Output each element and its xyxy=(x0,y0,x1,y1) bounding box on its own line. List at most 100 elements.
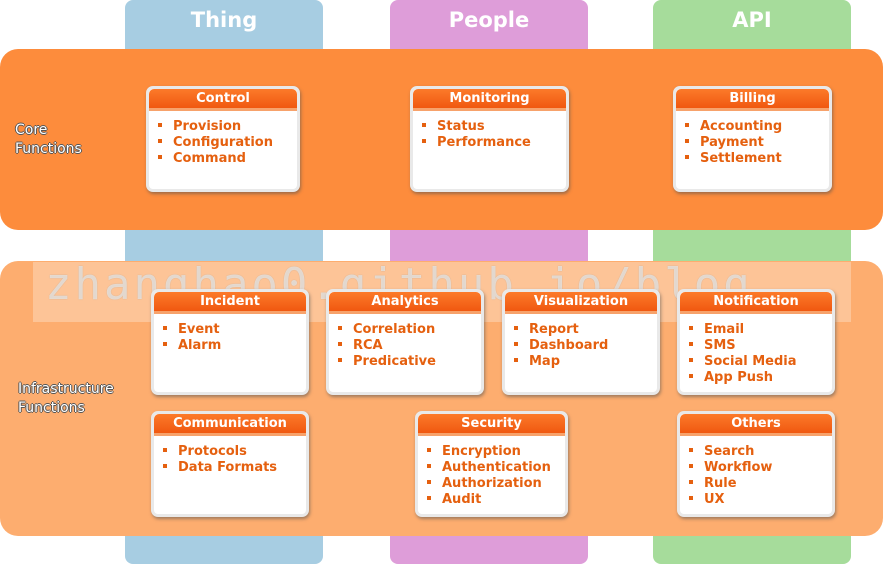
core-label-line1: Core xyxy=(15,122,48,138)
list-item-label: Event xyxy=(178,322,220,337)
bullet-icon xyxy=(163,341,167,346)
bullet-icon xyxy=(158,138,162,143)
bullet-icon xyxy=(427,479,431,484)
column-title-thing: Thing xyxy=(190,8,258,32)
bullet-icon xyxy=(158,154,162,159)
bullet-icon xyxy=(689,495,693,500)
bullet-icon xyxy=(685,154,689,159)
box-title-notification: Notification xyxy=(680,292,832,314)
list-item-label: Correlation xyxy=(353,322,436,337)
box-title-communication: Communication xyxy=(154,414,306,436)
list-item-label: Search xyxy=(704,444,755,459)
list-item-label: RCA xyxy=(353,338,383,353)
bullet-icon xyxy=(514,357,518,362)
box-title-others: Others xyxy=(680,414,832,436)
list-item: RCA xyxy=(338,338,436,354)
list-item: Dashboard xyxy=(514,338,608,354)
list-item: Event xyxy=(163,322,221,338)
list-item-label: Email xyxy=(704,322,745,337)
list-item: Payment xyxy=(685,135,782,151)
list-item-label: Predicative xyxy=(353,354,436,369)
list-item-label: Payment xyxy=(700,135,764,150)
list-item-label: Dashboard xyxy=(529,338,609,353)
list-item: Map xyxy=(514,354,608,370)
column-title-api: API xyxy=(732,8,772,32)
column-title-people: People xyxy=(448,8,530,32)
box-title-monitoring: Monitoring xyxy=(413,89,566,111)
bullet-icon xyxy=(427,447,431,452)
infra-label-line1: Infrastructure xyxy=(18,381,114,397)
bullet-icon xyxy=(427,495,431,500)
list-item: Configuration xyxy=(158,135,273,151)
list-item: Alarm xyxy=(163,338,221,354)
list-item-label: Settlement xyxy=(700,151,782,166)
list-item: SMS xyxy=(689,338,797,354)
box-title-control: Control xyxy=(149,89,297,111)
box-title-visualization: Visualization xyxy=(505,292,657,314)
infrastructure-functions-label: Infrastructure Functions xyxy=(18,380,114,418)
list-item-label: Authorization xyxy=(442,476,542,491)
list-item-label: Report xyxy=(529,322,579,337)
list-item-label: Performance xyxy=(437,135,531,150)
list-item: Correlation xyxy=(338,322,436,338)
bullet-icon xyxy=(163,447,167,452)
bullet-icon xyxy=(427,463,431,468)
list-item-label: Rule xyxy=(704,476,737,491)
list-item: Audit xyxy=(427,492,551,508)
bullet-icon xyxy=(689,447,693,452)
list-item: Settlement xyxy=(685,151,782,167)
list-item-label: Data Formats xyxy=(178,460,278,475)
list-item: Data Formats xyxy=(163,460,277,476)
infra-label-line2: Functions xyxy=(18,400,85,416)
list-item: Provision xyxy=(158,119,273,135)
list-item: Search xyxy=(689,444,772,460)
bullet-icon xyxy=(689,325,693,330)
bullet-icon xyxy=(338,325,342,330)
list-item-label: UX xyxy=(704,492,725,507)
list-item: Accounting xyxy=(685,119,782,135)
list-item-label: Protocols xyxy=(178,444,247,459)
list-item: Authorization xyxy=(427,476,551,492)
list-item: Protocols xyxy=(163,444,277,460)
list-item-label: Encryption xyxy=(442,444,521,459)
list-item: Encryption xyxy=(427,444,551,460)
bullet-icon xyxy=(514,341,518,346)
core-functions-label: Core Functions xyxy=(15,121,82,159)
bullet-icon xyxy=(338,341,342,346)
list-item-label: SMS xyxy=(704,338,736,353)
bullet-icon xyxy=(685,122,689,127)
list-item: Social Media xyxy=(689,354,797,370)
list-item-label: Social Media xyxy=(704,354,797,369)
bullet-icon xyxy=(163,325,167,330)
box-title-security: Security xyxy=(418,414,565,436)
bullet-icon xyxy=(422,138,426,143)
list-item: Predicative xyxy=(338,354,436,370)
bullet-icon xyxy=(689,479,693,484)
box-title-incident: Incident xyxy=(154,292,306,314)
list-item: Rule xyxy=(689,476,772,492)
list-item-label: Accounting xyxy=(700,119,783,134)
list-item-label: Provision xyxy=(173,119,242,134)
list-item-label: Alarm xyxy=(178,338,222,353)
box-title-analytics: Analytics xyxy=(329,292,481,314)
list-item-label: App Push xyxy=(704,370,773,385)
list-item-label: Configuration xyxy=(173,135,273,150)
bullet-icon xyxy=(163,463,167,468)
list-item: Authentication xyxy=(427,460,551,476)
bullet-icon xyxy=(689,341,693,346)
list-item-label: Audit xyxy=(442,492,482,507)
